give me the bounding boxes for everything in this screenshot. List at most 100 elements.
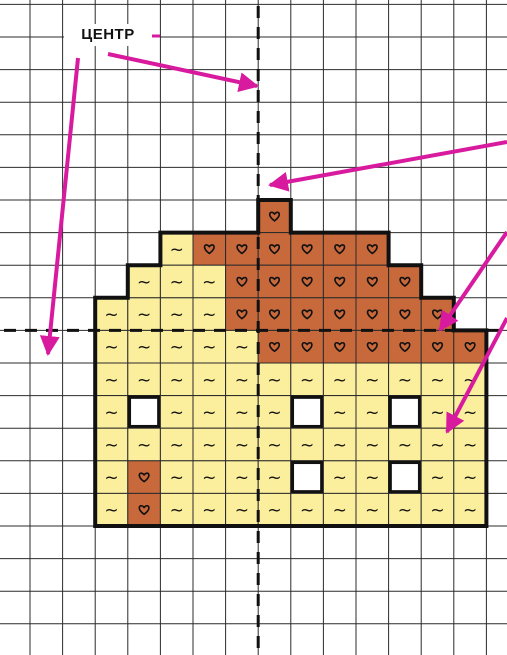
terracotta-cell [454, 330, 487, 363]
tilde-symbol: ~ [430, 403, 444, 423]
window-cell [389, 461, 422, 494]
tilde-symbol: ~ [137, 436, 151, 456]
tilde-symbol: ~ [267, 403, 281, 423]
tilde-symbol: ~ [170, 436, 184, 456]
window-cell [128, 396, 161, 429]
terracotta-cell [323, 233, 356, 266]
tilde-symbol: ~ [365, 403, 379, 423]
pointer-arrow [440, 232, 507, 330]
tilde-symbol: ~ [202, 403, 216, 423]
tilde-symbol: ~ [104, 370, 118, 390]
tilde-symbol: ~ [267, 468, 281, 488]
terracotta-cell [193, 233, 226, 266]
stitch-cells: ~ ~ ~ ~ ~ ~ ~ ~ ~ ~ ~ ~ ~ ~ ~ ~ ~ ~ ~ ~ ~ ~ ~ ~ ~ ~ ~ ~ ~ ~ ~ ~ ~ ~ ~ ~ ~ ~ ~ ~… [95, 200, 486, 526]
tilde-symbol: ~ [137, 370, 151, 390]
tilde-symbol: ~ [170, 501, 184, 521]
tilde-symbol: ~ [267, 501, 281, 521]
tilde-symbol: ~ [104, 436, 118, 456]
terracotta-cell [226, 233, 259, 266]
terracotta-cell [258, 233, 291, 266]
tilde-symbol: ~ [365, 370, 379, 390]
terracotta-cell [291, 233, 324, 266]
terracotta-cell [258, 298, 291, 331]
tilde-symbol: ~ [463, 403, 477, 423]
tilde-symbol: ~ [104, 338, 118, 358]
terracotta-cell [356, 298, 389, 331]
tilde-symbol: ~ [104, 305, 118, 325]
tilde-symbol: ~ [430, 436, 444, 456]
tilde-symbol: ~ [300, 501, 314, 521]
tilde-symbol: ~ [463, 468, 477, 488]
tilde-symbol: ~ [365, 468, 379, 488]
window-cell [291, 396, 324, 429]
terracotta-cell [128, 493, 161, 526]
tilde-symbol: ~ [333, 436, 347, 456]
window-cell [291, 461, 324, 494]
tilde-symbol: ~ [170, 338, 184, 358]
terracotta-cell [128, 461, 161, 494]
tilde-symbol: ~ [170, 468, 184, 488]
terracotta-cell [389, 265, 422, 298]
tilde-symbol: ~ [104, 501, 118, 521]
terracotta-cell [291, 330, 324, 363]
terracotta-cell [356, 233, 389, 266]
tilde-symbol: ~ [104, 403, 118, 423]
terracotta-cell [389, 330, 422, 363]
tilde-symbol: ~ [267, 436, 281, 456]
tilde-symbol: ~ [170, 403, 184, 423]
tilde-symbol: ~ [333, 468, 347, 488]
terracotta-cell [356, 330, 389, 363]
terracotta-cell [323, 298, 356, 331]
tilde-symbol: ~ [398, 370, 412, 390]
tilde-symbol: ~ [398, 436, 412, 456]
tilde-symbol: ~ [398, 501, 412, 521]
terracotta-cell [421, 330, 454, 363]
tilde-symbol: ~ [202, 305, 216, 325]
tilde-symbol: ~ [202, 273, 216, 293]
tilde-symbol: ~ [235, 501, 249, 521]
terracotta-cell [323, 265, 356, 298]
tilde-symbol: ~ [430, 501, 444, 521]
tilde-symbol: ~ [170, 370, 184, 390]
tilde-symbol: ~ [235, 370, 249, 390]
tilde-symbol: ~ [365, 436, 379, 456]
tilde-symbol: ~ [463, 501, 477, 521]
terracotta-cell [323, 330, 356, 363]
terracotta-cell [258, 200, 291, 233]
tilde-symbol: ~ [202, 436, 216, 456]
centre-label: ЦЕНТР [64, 24, 152, 46]
tilde-symbol: ~ [202, 501, 216, 521]
tilde-symbol: ~ [235, 338, 249, 358]
tilde-symbol: ~ [430, 370, 444, 390]
tilde-symbol: ~ [235, 403, 249, 423]
tilde-symbol: ~ [202, 338, 216, 358]
tilde-symbol: ~ [104, 468, 118, 488]
terracotta-cell [356, 265, 389, 298]
tilde-symbol: ~ [137, 273, 151, 293]
tilde-symbol: ~ [170, 273, 184, 293]
terracotta-cell [389, 298, 422, 331]
tilde-symbol: ~ [137, 338, 151, 358]
tilde-symbol: ~ [430, 468, 444, 488]
tilde-symbol: ~ [333, 403, 347, 423]
terracotta-cell [226, 265, 259, 298]
tilde-symbol: ~ [235, 468, 249, 488]
tilde-symbol: ~ [170, 305, 184, 325]
terracotta-cell [258, 265, 291, 298]
tilde-symbol: ~ [202, 468, 216, 488]
terracotta-cell [258, 330, 291, 363]
tilde-symbol: ~ [365, 501, 379, 521]
tilde-symbol: ~ [267, 370, 281, 390]
tilde-symbol: ~ [300, 370, 314, 390]
tilde-symbol: ~ [137, 305, 151, 325]
tilde-symbol: ~ [300, 436, 314, 456]
terracotta-cell [291, 298, 324, 331]
terracotta-cell [291, 265, 324, 298]
tilde-symbol: ~ [170, 240, 184, 260]
window-cell [389, 396, 422, 429]
tilde-symbol: ~ [235, 436, 249, 456]
tilde-symbol: ~ [333, 370, 347, 390]
tilde-symbol: ~ [333, 501, 347, 521]
